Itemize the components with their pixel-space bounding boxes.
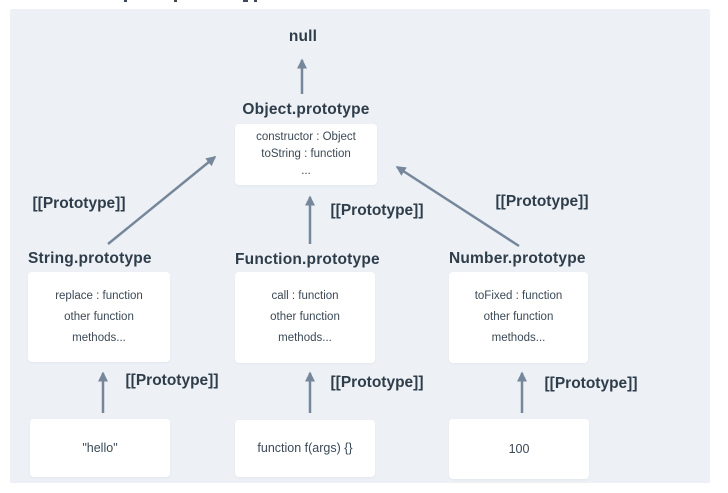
- null-label: null: [288, 28, 318, 45]
- string-prototype-member: methods...: [72, 331, 126, 344]
- prototype-label-100-to-number: [[Prototype]]: [544, 375, 638, 392]
- diagram-panel: [10, 9, 710, 483]
- function-prototype-member: methods...: [278, 332, 332, 344]
- prototype-label-f-to-function: [[Prototype]]: [330, 374, 424, 391]
- string-instance-box: "hello": [30, 419, 170, 477]
- string-prototype-member: other function: [64, 310, 134, 323]
- number-instance-value: 100: [508, 441, 530, 456]
- string-prototype-title: String.prototype: [28, 250, 152, 267]
- object-prototype-member: constructor : Object: [256, 131, 356, 143]
- string-instance-value: "hello": [82, 440, 118, 455]
- prototype-label-string-to-object: [[Prototype]]: [32, 195, 126, 212]
- object-prototype-member: toString : function: [261, 148, 351, 160]
- number-prototype-member: other function: [483, 311, 554, 323]
- object-prototype-member: ...: [301, 165, 311, 177]
- string-prototype-member: replace : function: [55, 289, 143, 302]
- prototype-label-number-to-object: [[Prototype]]: [495, 193, 589, 210]
- cropped-text-fragment: [254, 0, 257, 2]
- number-prototype-title: Number.prototype: [449, 250, 586, 267]
- function-instance-box: function f(args) {}: [235, 420, 375, 477]
- function-prototype-box: call : function other function methods..…: [235, 272, 375, 363]
- number-instance-box: 100: [449, 419, 589, 479]
- function-instance-value: function f(args) {}: [257, 441, 353, 455]
- object-prototype-title: Object.prototype: [242, 101, 370, 118]
- cropped-text-fragment: [174, 0, 177, 2]
- number-prototype-member: methods...: [491, 332, 546, 344]
- object-prototype-box: constructor : Object toString : function…: [235, 124, 377, 185]
- function-prototype-member: call : function: [271, 290, 339, 302]
- number-prototype-box: toFixed : function other function method…: [449, 272, 588, 363]
- function-prototype-title: Function.prototype: [235, 251, 380, 268]
- number-prototype-member: toFixed : function: [474, 290, 563, 302]
- prototype-label-function-to-object: [[Prototype]]: [330, 202, 424, 219]
- cropped-text-fragment: [124, 0, 127, 2]
- string-prototype-box: replace : function other function method…: [28, 272, 170, 362]
- cropped-text-fragment: [243, 0, 248, 2]
- prototype-label-hello-to-string: [[Prototype]]: [125, 372, 219, 389]
- function-prototype-member: other function: [270, 311, 340, 323]
